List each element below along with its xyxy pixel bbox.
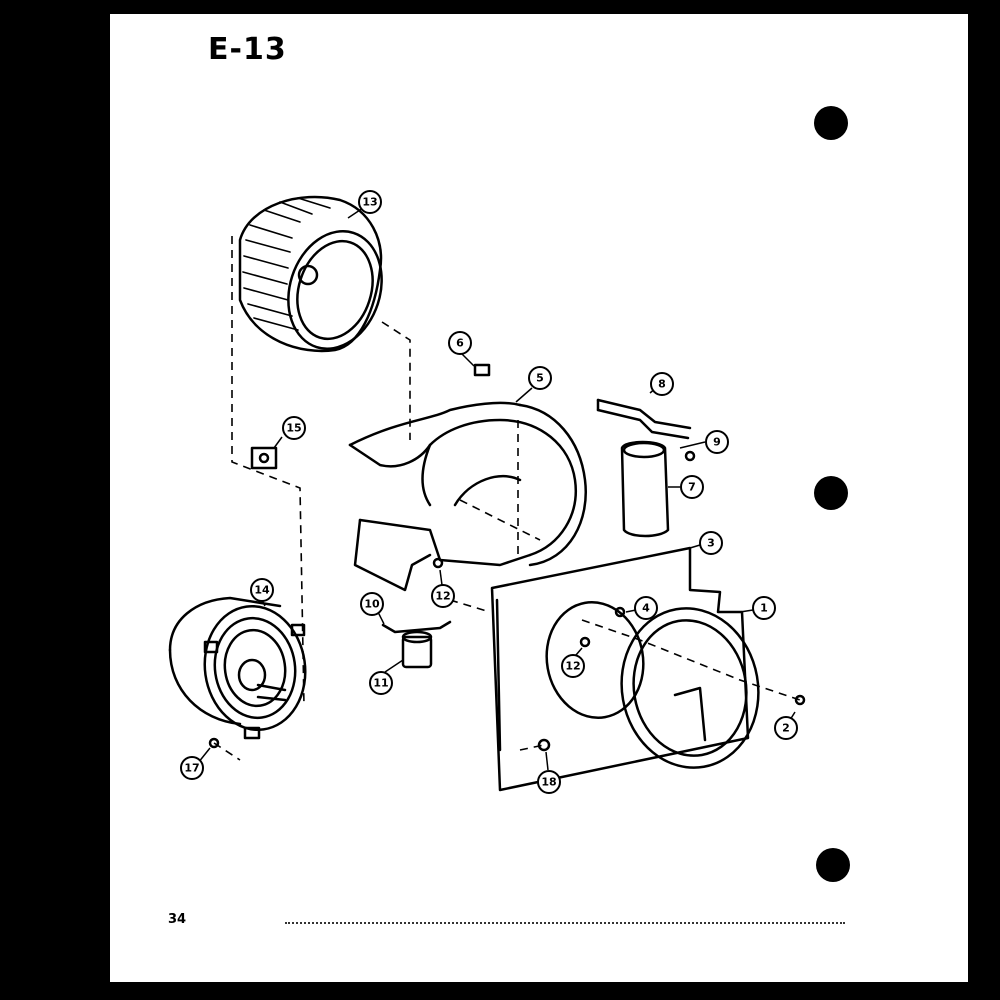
callout-17-label: 17	[184, 762, 199, 775]
page-title: E-13	[208, 32, 287, 67]
callout-10-label: 10	[364, 598, 380, 611]
mounting-panel-part	[490, 546, 750, 792]
callout-18	[537, 770, 561, 794]
callout-3	[699, 531, 723, 555]
callout-12a-label: 12	[435, 590, 450, 603]
run-capacitor-part	[401, 630, 433, 669]
callout-3-label: 3	[707, 537, 715, 550]
callout-1-label: 1	[760, 602, 768, 615]
binder-hole-middle	[814, 476, 848, 510]
callout-6-label: 6	[456, 337, 464, 350]
callout-12a	[431, 584, 455, 608]
callout-17	[180, 756, 204, 780]
scan-border-top	[0, 0, 1000, 14]
callout-5	[528, 366, 552, 390]
callout-11	[369, 671, 393, 695]
strap-part	[596, 398, 692, 430]
housing-base-plate	[358, 518, 532, 567]
callout-12b-label: 12	[565, 660, 580, 673]
page-number: 34	[168, 912, 187, 927]
callout-4	[634, 596, 658, 620]
callout-15-label: 15	[286, 422, 301, 435]
callout-8	[650, 372, 674, 396]
callout-2-label: 2	[782, 722, 790, 735]
motor-part	[168, 596, 307, 740]
callout-18-label: 18	[541, 776, 556, 789]
callout-7-label: 7	[688, 481, 696, 494]
callout-1	[752, 596, 776, 620]
mount-bracket-part	[250, 446, 278, 470]
binder-hole-bottom	[816, 848, 850, 882]
callout-16	[360, 592, 384, 616]
clip-part	[473, 363, 491, 377]
callout-9	[705, 430, 729, 454]
callout-13-label: 13	[362, 196, 377, 209]
callout-7	[680, 475, 704, 499]
callout-15	[282, 416, 306, 440]
capacitor-bracket-part	[381, 620, 452, 634]
callout-13	[358, 190, 382, 214]
capacitor-part	[620, 440, 670, 538]
callout-2	[774, 716, 798, 740]
footer-rule	[285, 922, 845, 927]
callout-5-label: 5	[536, 372, 544, 385]
callout-4-label: 4	[642, 602, 650, 615]
orifice-ring-part	[620, 607, 760, 769]
callout-6	[448, 331, 472, 355]
blower-wheel-part	[238, 195, 383, 353]
callout-14	[250, 578, 274, 602]
callout-9-label: 9	[713, 436, 721, 449]
binder-hole-top	[814, 106, 848, 140]
callout-8-label: 8	[658, 378, 666, 391]
callout-12b	[561, 654, 585, 678]
scroll-housing-part	[348, 401, 587, 567]
callout-11-label: 11	[373, 677, 388, 690]
callout-14-label: 14	[254, 584, 270, 597]
